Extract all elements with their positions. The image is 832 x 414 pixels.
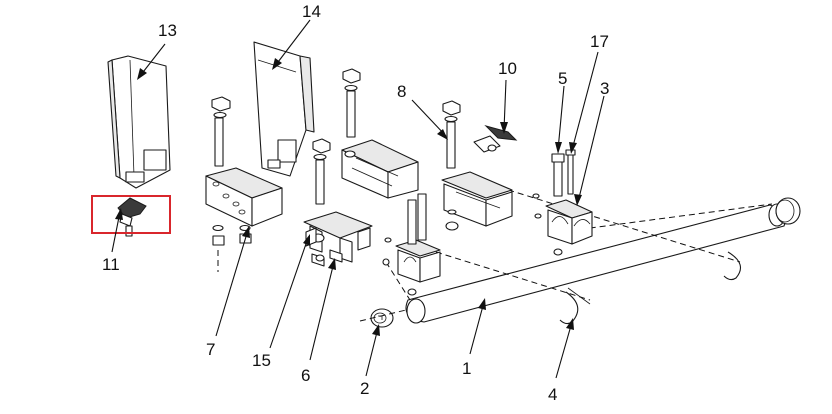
callout-5: 5 — [558, 69, 568, 88]
center-bracket-plate — [341, 139, 419, 199]
end-cap-right — [775, 197, 801, 225]
bolt-8 — [442, 100, 461, 169]
tube-clamp-left — [382, 193, 441, 296]
callout-3: 3 — [600, 79, 610, 98]
tube-clamp-right — [545, 199, 593, 256]
callout-11: 11 — [102, 255, 120, 274]
callout-7: 7 — [206, 340, 216, 359]
lever-10 — [473, 125, 518, 153]
bolt-17 — [565, 149, 576, 195]
mounting-plate — [205, 167, 283, 227]
callout-1: 1 — [462, 359, 472, 378]
callout-2: 2 — [360, 379, 370, 398]
u-clamp-front — [559, 287, 591, 325]
side-panel-13 — [107, 55, 171, 189]
end-cap-left — [370, 308, 394, 328]
callout-15: 15 — [252, 351, 271, 370]
callout-4: 4 — [548, 385, 558, 404]
bolt-left — [211, 96, 231, 167]
callout-8: 8 — [397, 82, 407, 101]
highlight-box — [91, 195, 171, 234]
callout-10: 10 — [498, 59, 517, 78]
callout-6: 6 — [301, 366, 311, 385]
leader-lines — [111, 19, 605, 379]
bolt-mid-left — [312, 138, 331, 205]
bolt-5 — [551, 153, 565, 197]
callout-14: 14 — [302, 2, 321, 21]
bolt-center — [342, 68, 361, 138]
side-panel-14 — [253, 41, 315, 177]
clamp-assembly-center — [441, 171, 542, 231]
callout-17: 17 — [590, 32, 609, 51]
callout-13: 13 — [158, 21, 177, 40]
u-clamp-rear — [723, 251, 742, 281]
